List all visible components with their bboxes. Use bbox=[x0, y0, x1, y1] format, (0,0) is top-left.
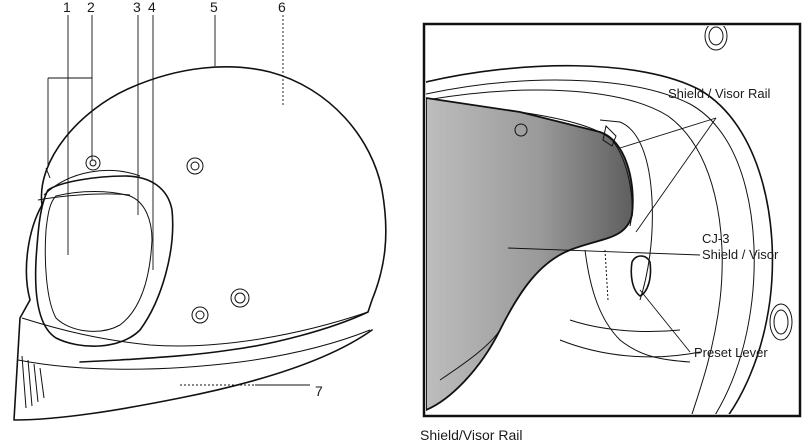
callout-1: 1 bbox=[63, 0, 71, 15]
side-rivet bbox=[186, 157, 204, 175]
callout-6: 6 bbox=[278, 0, 286, 15]
chin-vents bbox=[21, 355, 45, 409]
helmet-shell bbox=[40, 66, 387, 363]
chin-bar bbox=[13, 204, 373, 421]
callout-4: 4 bbox=[148, 0, 156, 15]
helmet-side-view: 1 2 3 4 5 6 7 bbox=[13, 0, 387, 421]
figure-caption: Shield/Visor Rail bbox=[420, 427, 522, 443]
visor-rail bbox=[599, 119, 653, 301]
label-shield: Shield / Visor bbox=[702, 247, 779, 262]
side-rivet bbox=[191, 306, 209, 324]
label-cj3: CJ-3 bbox=[702, 231, 729, 246]
preset-lever bbox=[630, 255, 652, 297]
callout-7: 7 bbox=[315, 383, 323, 399]
side-rivet bbox=[230, 288, 250, 308]
label-preset-lever: Preset Lever bbox=[694, 345, 768, 360]
visor-screw bbox=[85, 155, 101, 171]
rail-detail-view: Shield / Visor Rail CJ-3 Shield / Visor … bbox=[422, 22, 802, 418]
callout-5: 5 bbox=[210, 0, 218, 15]
shield-visor-left bbox=[44, 191, 153, 332]
label-rail: Shield / Visor Rail bbox=[668, 86, 770, 101]
face-opening bbox=[34, 175, 174, 347]
callout-3: 3 bbox=[133, 0, 141, 15]
callout-2: 2 bbox=[87, 0, 95, 15]
